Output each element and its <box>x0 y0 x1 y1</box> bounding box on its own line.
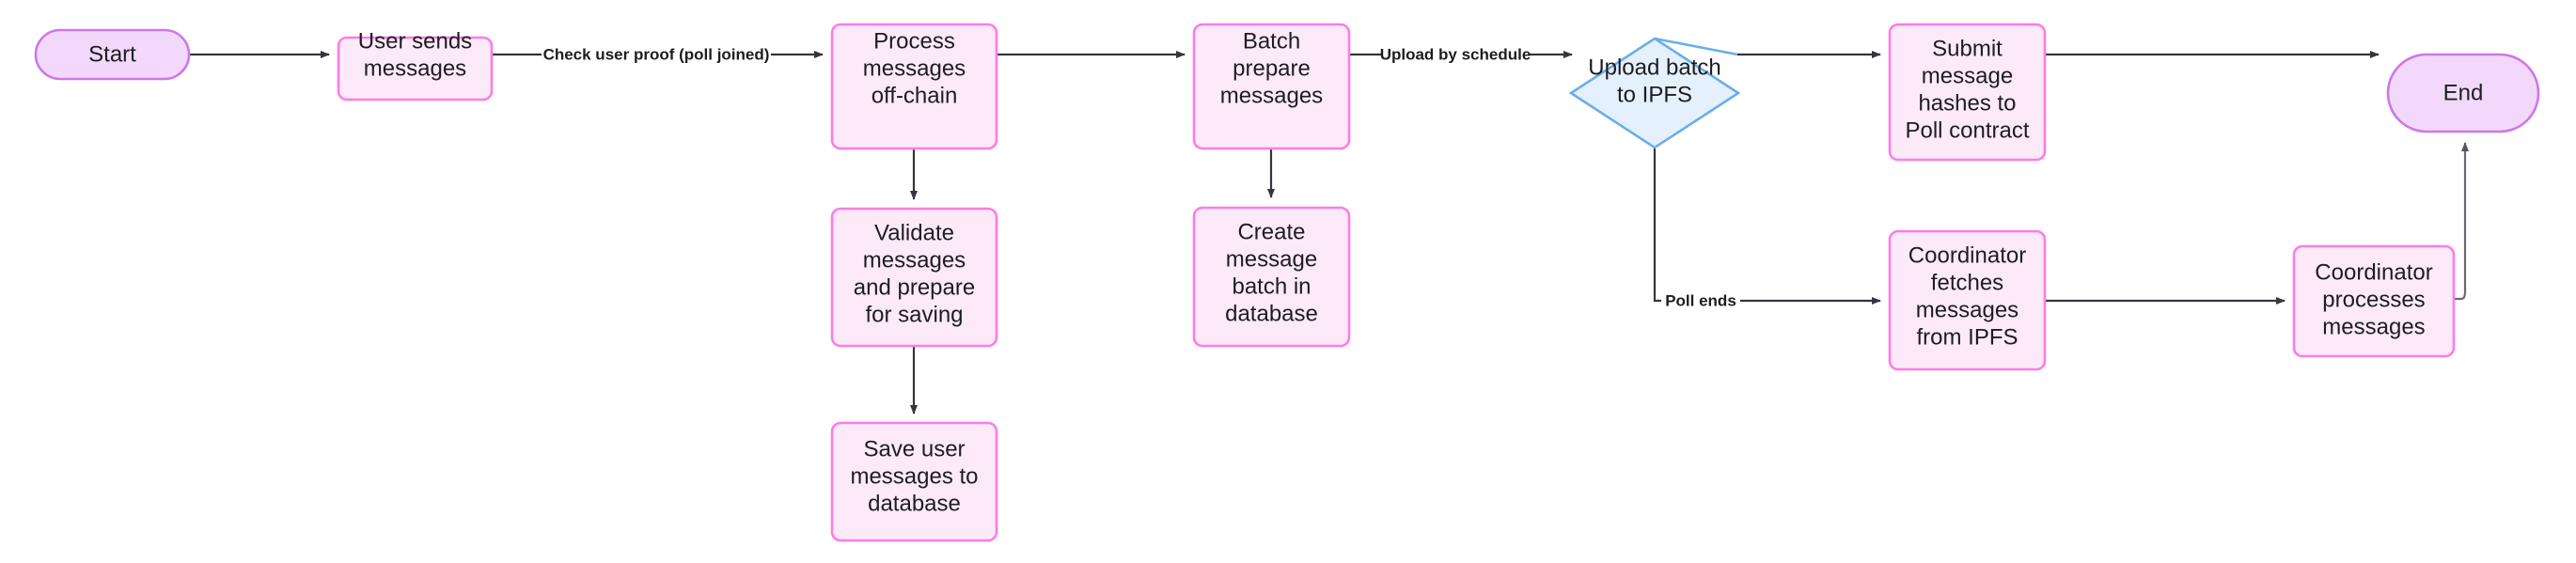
node-validate-messages[interactable]: Validate messages and prepare for saving <box>830 207 998 348</box>
node-coord-fetch-line4: from IPFS <box>1916 324 2018 350</box>
node-process-messages-off-chain[interactable]: Process messages off-chain <box>830 23 998 150</box>
node-upload-ipfs-line1: Upload batch <box>1588 55 1720 80</box>
node-coord-proc-line3: messages <box>2322 314 2425 339</box>
node-coordinator-fetches-messages[interactable]: Coordinator fetches messages from IPFS <box>1888 229 2047 371</box>
node-create-message-batch[interactable]: Create message batch in database <box>1192 206 1351 348</box>
node-submit-message-hashes[interactable]: Submit message hashes to Poll contract <box>1888 23 2047 162</box>
node-start[interactable]: Start <box>34 28 191 81</box>
node-save-user-messages[interactable]: Save user messages to database <box>830 421 998 542</box>
node-submit-hashes-line1: Submit <box>1932 36 2003 61</box>
node-coord-fetch-line1: Coordinator <box>1908 242 2026 268</box>
edge-user-sends-to-process: Check user proof (poll joined) <box>492 44 824 65</box>
node-submit-hashes-line2: message <box>1922 63 2013 88</box>
node-save-user-messages-line2: messages to <box>850 463 978 489</box>
node-validate-messages-line3: and prepare <box>854 274 975 300</box>
node-upload-ipfs-line2: to IPFS <box>1617 82 1692 107</box>
node-coord-fetch-line2: fetches <box>1931 270 2003 295</box>
node-validate-messages-line4: for saving <box>865 302 963 327</box>
node-user-sends-messages[interactable]: User sends messages <box>337 28 494 102</box>
node-validate-messages-line2: messages <box>863 247 966 273</box>
node-end[interactable]: End <box>2386 53 2540 133</box>
edge-label-poll-ends: Poll ends <box>1665 291 1736 309</box>
node-save-user-messages-line3: database <box>868 491 961 516</box>
node-coord-proc-line2: processes <box>2322 287 2425 312</box>
node-save-user-messages-line1: Save user <box>863 436 965 461</box>
node-validate-messages-line1: Validate <box>874 220 954 245</box>
node-batch-prepare-line3: messages <box>1220 83 1323 108</box>
node-create-batch-line4: database <box>1225 301 1318 326</box>
node-process-messages-line1: Process <box>873 28 955 54</box>
node-coord-proc-line1: Coordinator <box>2315 259 2432 285</box>
node-start-label: Start <box>88 41 136 67</box>
node-upload-batch-to-ipfs[interactable]: Upload batch to IPFS <box>1568 37 1741 149</box>
edge-batch-prepare-to-upload-ipfs: Upload by schedule <box>1349 44 1573 65</box>
edge-label-check-user-proof: Check user proof (poll joined) <box>543 45 770 63</box>
node-create-batch-line1: Create <box>1237 219 1305 244</box>
node-submit-hashes-line3: hashes to <box>1918 90 2016 116</box>
edge-coordinator-processes-to-end <box>2454 142 2469 301</box>
node-process-messages-line3: off-chain <box>872 83 958 108</box>
node-process-messages-line2: messages <box>863 55 966 81</box>
edge-label-upload-by-schedule: Upload by schedule <box>1380 45 1531 63</box>
node-user-sends-messages-line1: User sends <box>358 28 472 54</box>
edge-upload-ipfs-to-coordinator-fetches: Poll ends <box>1653 148 1881 311</box>
node-end-label: End <box>2443 80 2484 105</box>
node-create-batch-line3: batch in <box>1232 274 1311 299</box>
node-coordinator-processes-messages[interactable]: Coordinator processes messages <box>2292 244 2456 358</box>
node-coord-fetch-line3: messages <box>1916 297 2018 322</box>
node-user-sends-messages-line2: messages <box>364 55 466 81</box>
node-create-batch-line2: message <box>1226 246 1317 272</box>
node-batch-prepare-line1: Batch <box>1243 28 1300 54</box>
node-submit-hashes-line4: Poll contract <box>1905 117 2029 143</box>
node-batch-prepare-messages[interactable]: Batch prepare messages <box>1192 23 1351 150</box>
node-batch-prepare-line2: prepare <box>1233 55 1311 81</box>
